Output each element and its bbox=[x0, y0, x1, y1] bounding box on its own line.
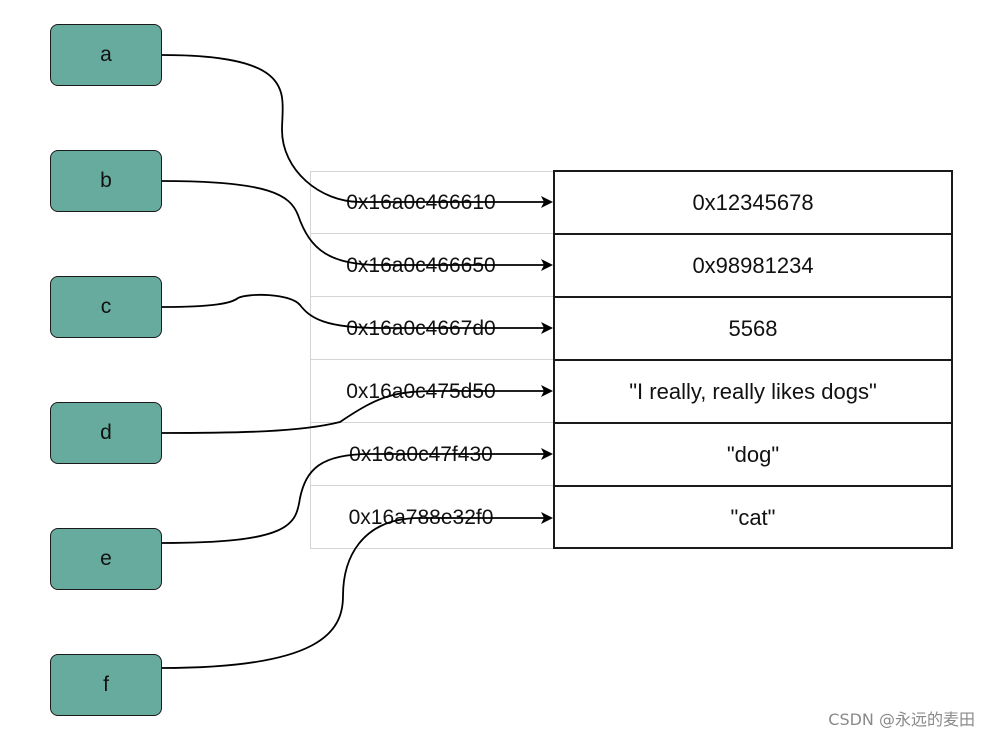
address-divider bbox=[310, 485, 554, 486]
memory-value: 5568 bbox=[728, 315, 778, 341]
address-divider bbox=[310, 359, 554, 360]
variable-f: f bbox=[50, 654, 162, 716]
arrow-f bbox=[161, 512, 553, 669]
address-column bbox=[310, 171, 554, 549]
memory-value: "cat" bbox=[730, 504, 776, 530]
memory-value: 0x98981234 bbox=[692, 252, 814, 278]
address-divider bbox=[310, 422, 554, 423]
address-divider bbox=[310, 233, 554, 234]
memory-divider bbox=[553, 422, 953, 424]
memory-value: "I really, really likes dogs" bbox=[629, 378, 877, 404]
arrow-b bbox=[161, 180, 553, 271]
variable-d: d bbox=[50, 402, 162, 464]
memory-divider bbox=[553, 296, 953, 298]
variable-c: c bbox=[50, 276, 162, 338]
address-divider bbox=[310, 296, 554, 297]
memory-divider bbox=[553, 233, 953, 235]
watermark: CSDN @永远的麦田 bbox=[828, 710, 975, 729]
memory-value: "dog" bbox=[726, 441, 780, 467]
address-label: 0x16a788e32f0 bbox=[348, 505, 494, 529]
variable-b: b bbox=[50, 150, 162, 212]
variable-a: a bbox=[50, 24, 162, 86]
arrow-c bbox=[161, 294, 553, 334]
arrow-e bbox=[161, 448, 553, 544]
memory-divider bbox=[553, 485, 953, 487]
arrow-a bbox=[161, 54, 553, 208]
memory-divider bbox=[553, 359, 953, 361]
arrow-d bbox=[161, 385, 553, 434]
memory-value: 0x12345678 bbox=[692, 189, 814, 215]
variable-e: e bbox=[50, 528, 162, 590]
